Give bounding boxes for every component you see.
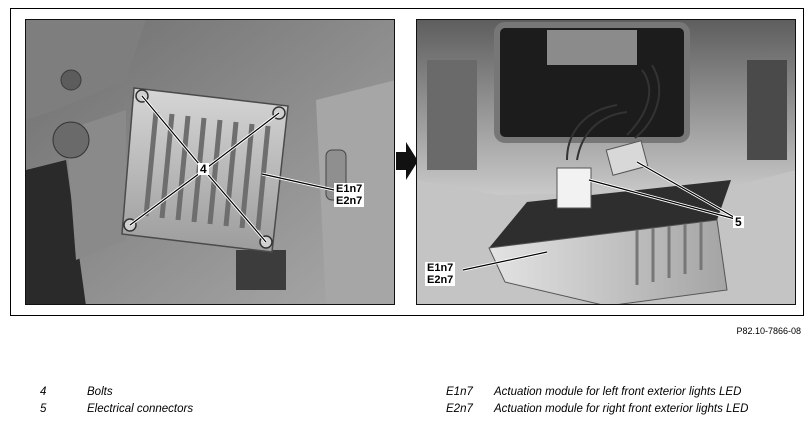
installed-module-illustration xyxy=(26,20,394,304)
callout-module-label: E1n7 E2n7 xyxy=(334,183,365,207)
legend-key: 4 xyxy=(40,386,47,398)
callout-module-label-removed: E1n7 E2n7 xyxy=(425,262,456,286)
callout-e2n7-removed: E2n7 xyxy=(427,274,454,286)
legend-desc: Actuation module for right front exterio… xyxy=(494,403,749,415)
removed-module-illustration xyxy=(417,20,795,304)
legend-key: E2n7 xyxy=(446,403,473,415)
legend-desc: Actuation module for left front exterior… xyxy=(494,386,742,398)
callout-e2n7: E2n7 xyxy=(336,195,363,207)
photo-installed-module: 4 E1n7 E2n7 xyxy=(25,19,395,305)
callout-e1n7-removed: E1n7 xyxy=(427,262,454,274)
photo-removed-module: 5 E1n7 E2n7 xyxy=(416,19,796,305)
figure-frame: 4 E1n7 E2n7 xyxy=(10,8,804,316)
arrow-right-icon xyxy=(396,142,418,180)
callout-e1n7: E1n7 xyxy=(336,183,363,195)
callout-connectors: 5 xyxy=(733,215,744,229)
legend-desc: Bolts xyxy=(87,386,113,398)
legend-desc: Electrical connectors xyxy=(87,403,194,415)
legend-key: 5 xyxy=(40,403,47,415)
callout-bolts: 4 xyxy=(198,162,209,176)
figure-reference-code: P82.10-7866-08 xyxy=(736,326,801,336)
legend-key: E1n7 xyxy=(446,386,473,398)
